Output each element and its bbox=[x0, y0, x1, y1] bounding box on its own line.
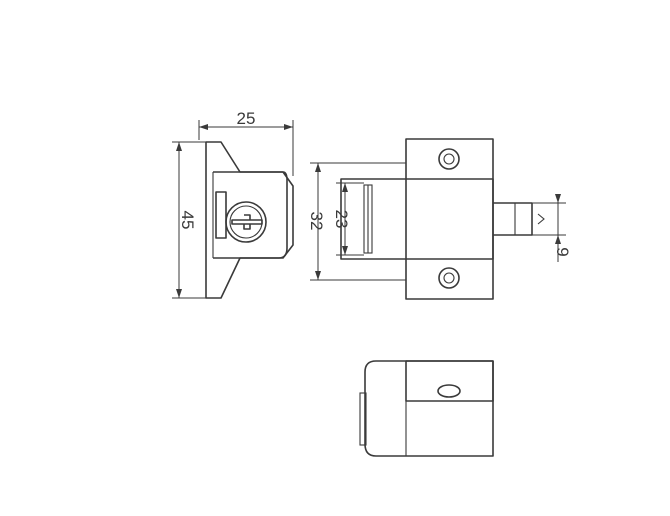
end-view-flange bbox=[205, 141, 294, 299]
dim-25-arrow-right bbox=[284, 124, 293, 130]
screw-hole-bottom-icon bbox=[438, 267, 460, 289]
dim-45-label: 45 bbox=[178, 211, 197, 230]
dim-45-arrow-bottom bbox=[176, 289, 182, 298]
plan-view: 32 23 9 bbox=[307, 138, 572, 300]
dim-32-arrow-bottom bbox=[315, 271, 321, 280]
side-view bbox=[359, 360, 494, 457]
screw-hole-bottom-inner bbox=[443, 272, 455, 284]
dim-23-label: 23 bbox=[332, 210, 351, 229]
end-view: 25 45 bbox=[172, 109, 294, 299]
side-view-mounting-plate bbox=[405, 360, 494, 402]
dim-32-label: 32 bbox=[307, 212, 326, 231]
end-view-lock-housing bbox=[215, 191, 227, 239]
keyhole-icon bbox=[231, 214, 263, 230]
bolt-chevron-icon bbox=[537, 213, 545, 225]
lock-cylinder-inner bbox=[229, 205, 263, 239]
end-view-body bbox=[213, 171, 288, 259]
side-view-face-plate bbox=[359, 392, 367, 446]
screw-hole-top-icon bbox=[438, 148, 460, 170]
dim-9-label: 9 bbox=[553, 247, 572, 256]
dim-25-arrow-left bbox=[199, 124, 208, 130]
lock-cylinder-icon bbox=[225, 201, 267, 243]
dim-9-arrow-bottom bbox=[555, 235, 561, 244]
plan-view-mounting-plate bbox=[405, 138, 494, 300]
side-view-body bbox=[364, 360, 494, 457]
dim-45-arrow-top bbox=[176, 142, 182, 151]
dim-32-arrow-top bbox=[315, 163, 321, 172]
dim-9-arrow-top bbox=[555, 194, 561, 203]
dim-23-arrow-top bbox=[342, 183, 348, 192]
plan-view-body bbox=[340, 178, 494, 260]
side-view-slot-icon bbox=[437, 384, 461, 398]
screw-hole-top-inner bbox=[443, 153, 455, 165]
dim-23-arrow-bottom bbox=[342, 246, 348, 255]
dim-25-label: 25 bbox=[237, 109, 256, 128]
plan-view-bolt bbox=[493, 202, 533, 236]
